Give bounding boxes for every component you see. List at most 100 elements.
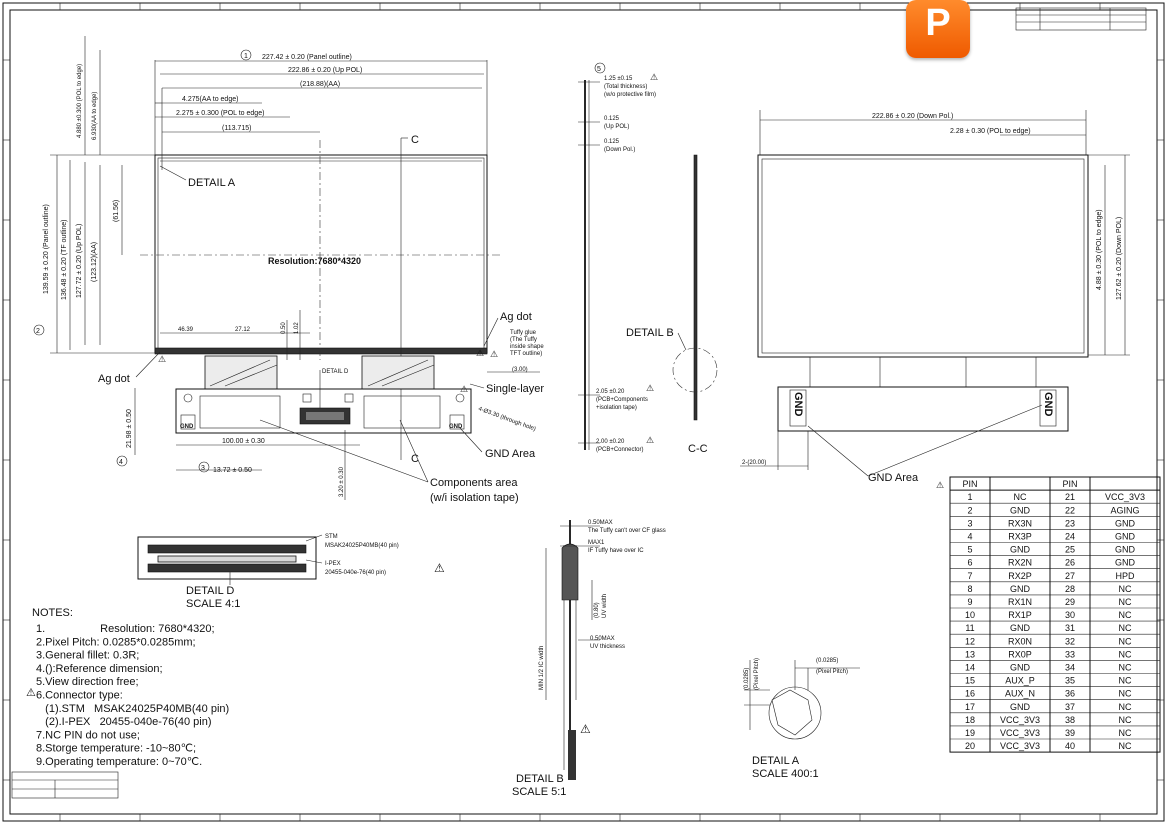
pin-number: 4 — [967, 532, 972, 542]
detail-b-n4b: UV thickness — [590, 644, 625, 650]
up-pol-1: 0.125 — [604, 116, 620, 122]
back-view: 222.86 ± 0.20 (Down Pol.) 2.28 ± 0.30 (P… — [740, 110, 1130, 484]
notes-block: NOTES: ⚠ 1. Resolution: 7680*4320;2.Pixe… — [26, 607, 229, 768]
gnd-pad-right: GND — [449, 424, 463, 430]
back-tab-right — [965, 356, 1037, 388]
pin-signal: GND — [1115, 558, 1136, 568]
warn-pcb-conn: ⚠ — [646, 435, 654, 445]
brand-logo: P — [906, 0, 970, 58]
pin-number: 15 — [965, 676, 975, 686]
detail-a-scale: SCALE 400:1 — [752, 768, 819, 780]
pcb-conn-1: 2.00 ±0.20 — [596, 439, 625, 445]
dim-pol-to-edge: 2.275 ± 0.300 (POL to edge) — [176, 110, 264, 117]
ipex-part: 20455-040e-76(40 pin) — [325, 570, 386, 576]
dim-half-width: (113.715) — [222, 125, 251, 132]
pin-number: 20 — [965, 741, 975, 751]
ref-marker-2: 2 — [36, 328, 40, 335]
detail-b-n2: MAX1 — [588, 540, 605, 546]
stm-part: MSAK24025P40MB(40 pin) — [325, 543, 399, 549]
fpc-edge — [154, 347, 488, 355]
detail-b-n2b: IF Tuffy have over IC — [588, 548, 644, 554]
pin-signal: RX0N — [1008, 636, 1032, 646]
pin-number: 38 — [1065, 715, 1075, 725]
tuffy-note-2: (The Tuffy — [510, 337, 537, 343]
pin-signal: NC — [1119, 584, 1132, 594]
pin-signal: VCC_3V3 — [1000, 728, 1040, 738]
pin-number: 2 — [967, 505, 972, 515]
pin-signal: GND — [1010, 702, 1031, 712]
dim-up-pol-h: 127.72 ± 0.20 (Up POL) — [76, 224, 83, 298]
pin-number: 8 — [967, 584, 972, 594]
dim-102: 1.02 — [294, 322, 300, 334]
pin-signal: NC — [1119, 728, 1132, 738]
pin-signal: NC — [1119, 610, 1132, 620]
back-panel-outline — [757, 154, 1089, 358]
pin-number: 31 — [1065, 623, 1075, 633]
detail-a-circle — [768, 686, 822, 740]
pin-number: 1 — [967, 492, 972, 502]
warn-pcb-comp: ⚠ — [646, 383, 654, 393]
section-c-bottom: C — [411, 453, 419, 465]
detail-b-ic — [568, 730, 576, 780]
resolution-label: Resolution:7680*4320 — [268, 256, 361, 266]
warn-thickness: ⚠ — [650, 72, 658, 82]
pcb-comp-3: +isolation tape) — [596, 405, 637, 411]
pin-signal: NC — [1119, 689, 1132, 699]
pin-table-frame — [949, 476, 1161, 753]
pin-signal: RX1P — [1008, 610, 1032, 620]
pin-signal: GND — [1115, 518, 1136, 528]
component-area-right — [363, 395, 441, 429]
detail-b-n1b: The Tuffy can't over CF glass — [588, 528, 666, 534]
pin-number: 3 — [967, 518, 972, 528]
pin-number: 35 — [1065, 676, 1075, 686]
detail-a-view: (0.0285) (Pixel Pitch) (0.0285) (Pixel P… — [744, 658, 860, 780]
pitch-v-label: (Pixel Pitch) — [754, 658, 760, 690]
warn-detail-b: ⚠ — [580, 722, 591, 736]
pin-signal: NC — [1119, 676, 1132, 686]
pin-table-header: PIN — [962, 479, 977, 489]
warn-tuffy: ⚠ — [490, 349, 498, 359]
detail-d-title: DETAIL D — [186, 585, 234, 597]
detail-b-scale: SCALE 5:1 — [512, 786, 566, 798]
ag-dot-right-label: Ag dot — [500, 311, 532, 323]
pin-number: 5 — [967, 545, 972, 555]
ag-dot-left-label: Ag dot — [98, 373, 130, 385]
revision-block — [1015, 7, 1147, 31]
pin-number: 24 — [1065, 532, 1075, 542]
pin-number: 10 — [965, 610, 975, 620]
pin-signal: NC — [1119, 649, 1132, 659]
down-pol-2: (Down Pol.) — [604, 147, 635, 153]
dim-aa-h: (123.12)(AA) — [91, 242, 98, 282]
pin-number: 12 — [965, 636, 975, 646]
pin-number: 32 — [1065, 636, 1075, 646]
total-thickness-1: 1.25 ±0.15 — [604, 76, 633, 82]
section-cc-title: C-C — [688, 443, 708, 455]
pin-signal: RX2N — [1008, 558, 1032, 568]
section-c-top: C — [411, 134, 419, 146]
gnd-pad-left: GND — [180, 424, 194, 430]
pin-signal: RX3P — [1008, 532, 1032, 542]
pin-signal: VCC_3V3 — [1000, 715, 1040, 725]
border-ticks — [3, 3, 1164, 821]
pin-number: 18 — [965, 715, 975, 725]
note-line: 2.Pixel Pitch: 0.0285*0.0285mm; — [36, 636, 196, 648]
pin-number: 36 — [1065, 689, 1075, 699]
dim-tft-outline-h: 136.48 ± 0.20 (TF outline) — [61, 220, 68, 301]
pin-signal: NC — [1014, 492, 1027, 502]
detail-b-marker: DETAIL B — [626, 327, 674, 339]
pin-number: 30 — [1065, 610, 1075, 620]
pin-number: 25 — [1065, 545, 1075, 555]
pin-signal: NC — [1119, 636, 1132, 646]
section-view: 5 1.25 ±0.15 ⚠ (Total thickness) (w/o pr… — [578, 62, 718, 455]
pin-signal: NC — [1119, 663, 1132, 673]
detail-d-frame — [137, 536, 317, 580]
note-line: 1. Resolution: 7680*4320; — [36, 623, 215, 635]
back-tab-left — [809, 356, 881, 388]
detail-b-view: 0.50MAX The Tuffy can't over CF glass MA… — [512, 520, 666, 798]
pin-number: 26 — [1065, 558, 1075, 568]
pin-number: 28 — [1065, 584, 1075, 594]
pin-signal: NC — [1119, 715, 1132, 725]
